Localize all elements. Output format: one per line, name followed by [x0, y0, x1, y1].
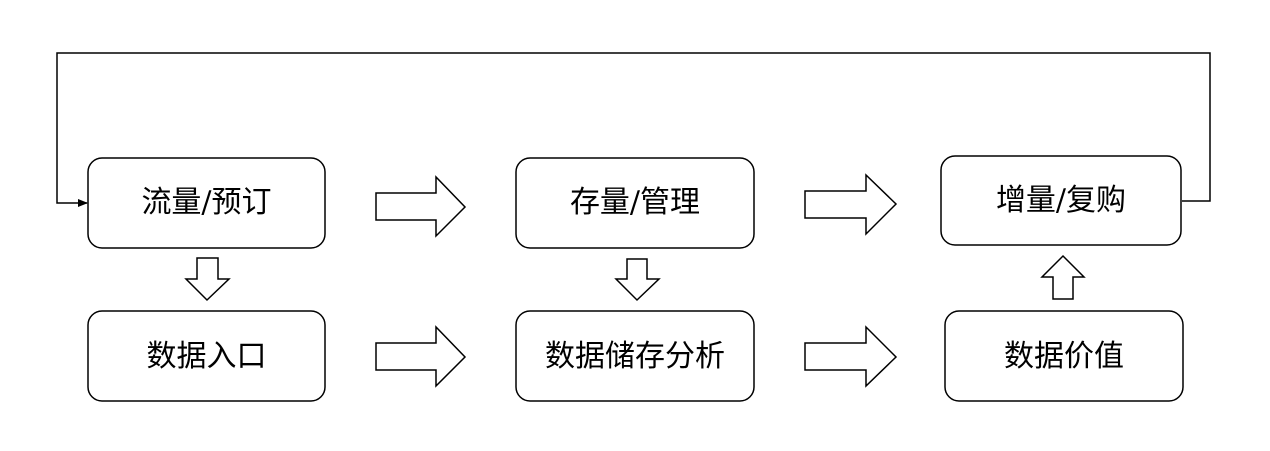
- block-arrow-down-2: [614, 258, 661, 302]
- feedback-loop-connector: [56, 52, 1211, 207]
- node-stock-management: 存量/管理: [515, 157, 755, 249]
- node-increment-repurchase: 增量/复购: [940, 155, 1182, 246]
- node-data-storage-analysis: 数据储存分析: [515, 310, 755, 402]
- node-data-storage-analysis-label: 数据储存分析: [545, 339, 725, 374]
- node-traffic-booking-label: 流量/预订: [141, 185, 271, 220]
- node-stock-management-label: 存量/管理: [570, 185, 700, 220]
- node-data-entry-label: 数据入口: [147, 339, 267, 374]
- block-arrow-right-bottom-2: [804, 325, 898, 388]
- node-increment-repurchase-label: 增量/复购: [996, 183, 1126, 218]
- block-arrow-right-top-1: [375, 175, 467, 238]
- node-data-value: 数据价值: [944, 310, 1184, 402]
- block-arrow-right-top-2: [804, 173, 898, 236]
- block-arrow-down-1: [184, 257, 231, 302]
- node-data-value-label: 数据价值: [1004, 339, 1124, 374]
- node-traffic-booking: 流量/预订: [87, 157, 326, 249]
- block-arrow-right-bottom-1: [375, 325, 467, 388]
- block-arrow-up-1: [1040, 254, 1086, 300]
- node-data-entry: 数据入口: [87, 310, 326, 402]
